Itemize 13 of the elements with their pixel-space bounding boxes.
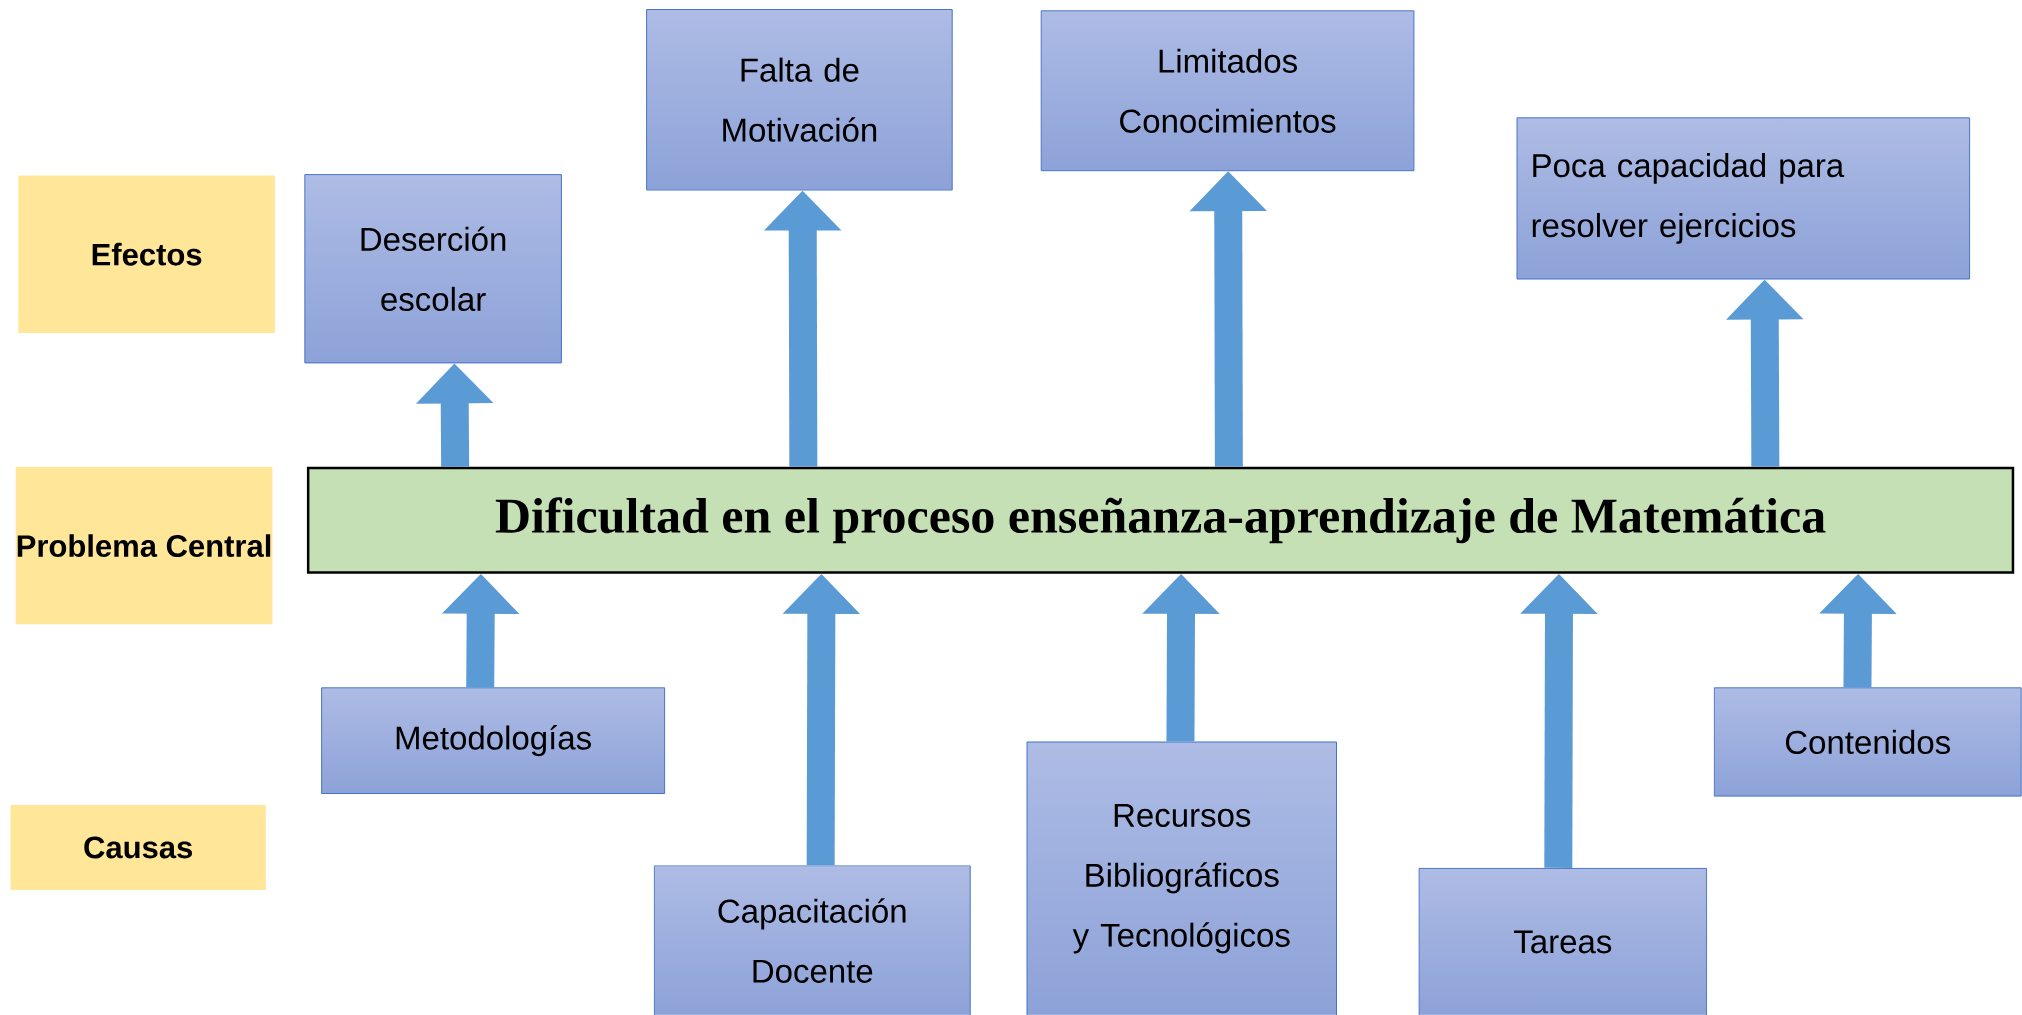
cause-box: Capacitación Docente — [653, 865, 971, 1015]
cause-box: Tareas — [1418, 867, 1708, 1015]
level-label: Problema Central — [15, 467, 273, 625]
effect-box: Poca capacidad para resolver ejercicios — [1516, 117, 1971, 280]
level-label: Efectos — [18, 175, 275, 333]
effect-box: Falta de Motivación — [646, 9, 953, 191]
level-label: Causas — [10, 804, 266, 890]
cause-box: Contenidos — [1713, 687, 2022, 797]
problem-box: Dificultad en el proceso enseñanza-aprendizaje de Matemática — [306, 466, 2015, 574]
cause-box: Recursos Bibliográficos y Tecnológicos — [1026, 741, 1337, 1015]
effect-box: Limitados Conocimientos — [1040, 10, 1415, 172]
effect-box: Deserción escolar — [304, 174, 562, 364]
cause-box: Metodologías — [321, 687, 666, 794]
